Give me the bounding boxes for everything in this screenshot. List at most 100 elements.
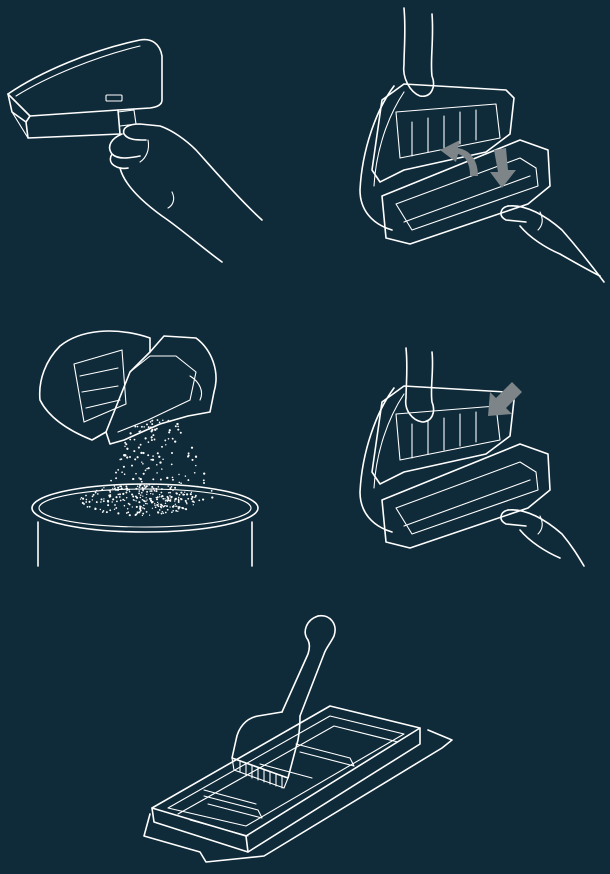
- dust-particle: [165, 503, 166, 504]
- dust-particle: [110, 480, 112, 482]
- dust-particle: [114, 509, 115, 510]
- dust-particle: [140, 497, 142, 499]
- dust-particle: [175, 425, 177, 427]
- dust-particle: [156, 464, 158, 466]
- dust-particle: [125, 488, 127, 490]
- dust-particle: [187, 456, 189, 458]
- dust-particle: [182, 507, 184, 509]
- dust-particle: [140, 444, 142, 446]
- dust-particle: [138, 492, 140, 494]
- dust-particle: [126, 489, 128, 491]
- dust-particle: [145, 437, 147, 439]
- dust-particle: [142, 507, 144, 509]
- dust-particle: [149, 428, 151, 430]
- dust-particle: [159, 494, 160, 495]
- dust-particle: [161, 446, 163, 448]
- dust-particle: [126, 448, 128, 450]
- hand-icon: [406, 348, 584, 566]
- dust-particle: [112, 488, 113, 489]
- dust-particle: [136, 497, 138, 499]
- dust-particle: [172, 506, 174, 508]
- dust-particle: [167, 496, 169, 498]
- dust-particle: [211, 496, 213, 498]
- dust-particle: [175, 510, 177, 512]
- dust-particle: [154, 505, 155, 506]
- dust-particle: [132, 506, 133, 507]
- dust-particle: [169, 492, 171, 494]
- dust-particle: [102, 511, 104, 513]
- dust-particle: [147, 454, 149, 456]
- dust-particle: [176, 423, 178, 425]
- dust-particle: [179, 482, 181, 484]
- dust-particle: [149, 498, 151, 500]
- dust-particle: [134, 426, 136, 428]
- dust-particle: [174, 487, 176, 489]
- dust-particle: [178, 507, 180, 509]
- filter-icon: [144, 706, 452, 862]
- dust-particle: [85, 495, 87, 497]
- dust-particle: [162, 496, 163, 497]
- dust-particle: [177, 426, 179, 428]
- dust-particle: [193, 504, 194, 505]
- dust-particle: [193, 501, 195, 503]
- dust-particle: [120, 486, 122, 488]
- step-3-empty-dust: [32, 331, 258, 566]
- dust-particle: [150, 459, 152, 461]
- dust-particle: [150, 430, 152, 432]
- dust-particle: [95, 492, 97, 494]
- dust-particle: [123, 484, 124, 485]
- dust-particle: [169, 500, 171, 502]
- dust-particle: [111, 501, 112, 502]
- dust-particle: [172, 510, 174, 512]
- dust-particle: [166, 477, 168, 479]
- dust-particle: [153, 488, 155, 490]
- dust-particle: [131, 465, 133, 467]
- dust-particle: [191, 447, 193, 449]
- dust-particle: [140, 494, 142, 496]
- dust-particle: [170, 499, 171, 500]
- dust-particle: [152, 508, 153, 509]
- dust-particle: [143, 505, 144, 506]
- dust-particle: [126, 512, 128, 514]
- dust-particle: [135, 500, 136, 501]
- dust-particle: [178, 501, 180, 503]
- dust-particle: [82, 502, 84, 504]
- arrow-icon: [488, 382, 522, 416]
- dust-particle: [133, 450, 135, 452]
- dust-particle: [156, 504, 158, 506]
- dust-particle: [164, 439, 166, 441]
- dust-particle: [92, 496, 94, 498]
- dust-particle: [172, 477, 174, 479]
- dust-particle: [143, 426, 145, 428]
- dust-particle: [186, 502, 187, 503]
- step-5-clean-filter: [144, 616, 452, 862]
- dust-particle: [146, 499, 147, 500]
- dust-particle: [137, 426, 139, 428]
- dust-particle: [137, 456, 139, 458]
- dust-particle: [151, 420, 153, 422]
- dust-particle: [156, 472, 158, 474]
- dust-particle: [195, 465, 196, 466]
- dust-particle: [127, 508, 129, 510]
- cleaning-brush-icon: [232, 616, 335, 788]
- dust-particle: [140, 478, 142, 480]
- dust-particle: [151, 486, 153, 488]
- dust-particle: [101, 489, 103, 491]
- dust-particle: [103, 498, 104, 499]
- dust-particle: [142, 513, 144, 515]
- dust-particle: [92, 499, 93, 500]
- dust-particle: [138, 447, 140, 449]
- dust-particle: [191, 459, 193, 461]
- dust-particle: [176, 505, 177, 506]
- dust-particle: [161, 513, 163, 515]
- dust-particle: [117, 489, 119, 491]
- dust-particle: [145, 503, 146, 504]
- dust-particle: [149, 515, 150, 516]
- dust-particle: [187, 479, 189, 481]
- dust-particle: [187, 498, 189, 500]
- dust-particle: [126, 456, 128, 458]
- dust-particle: [159, 461, 161, 463]
- dust-particle: [172, 438, 174, 440]
- dust-particle: [195, 495, 197, 497]
